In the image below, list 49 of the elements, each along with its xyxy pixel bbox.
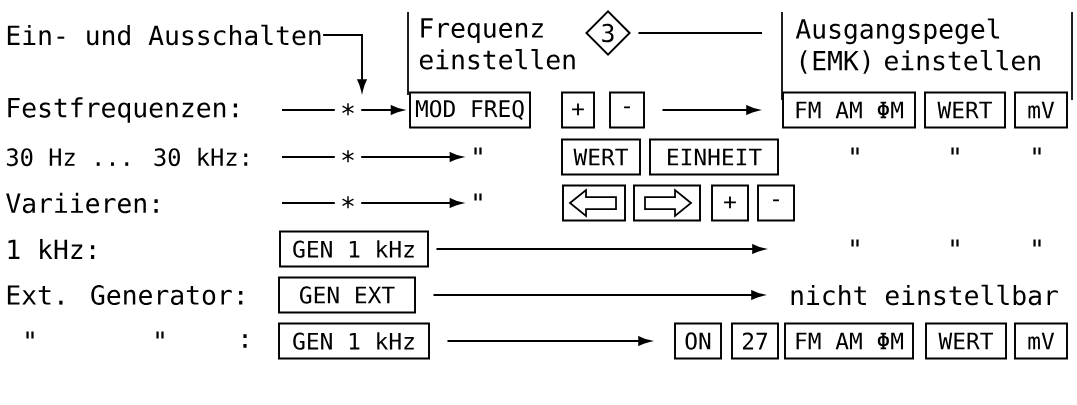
key-box: mV [1014, 91, 1068, 129]
arrow [432, 290, 764, 300]
ditto-mark: " [26, 331, 34, 339]
key-box [562, 184, 626, 222]
column-heading: Ausgangspegel (EMK) einstellen [795, 18, 1040, 74]
key-box [633, 184, 701, 222]
edge-label: * [334, 190, 362, 222]
key-box: WERT [561, 138, 641, 176]
key-box: + [561, 91, 595, 129]
status-text: nicht einstellbar [791, 284, 1058, 306]
edge-label: * [334, 97, 362, 129]
ditto-mark: " [1033, 239, 1041, 247]
arrow [435, 244, 765, 254]
row-label: 1 kHz: [8, 239, 95, 259]
key-box: mV [1014, 322, 1068, 360]
arrow [322, 34, 367, 92]
key-box: 27 [731, 322, 779, 360]
ditto-mark: " [851, 239, 859, 247]
ditto-mark: " [851, 147, 859, 155]
key-box: FM AM ΦM [782, 91, 916, 129]
row-label: 30 Hz ... 30 kHz: [6, 147, 248, 167]
key-box: FM AM ΦM [784, 322, 914, 360]
arrow [446, 336, 651, 346]
key-box: EINHEIT [649, 138, 779, 176]
key-box: - [609, 91, 645, 129]
ditto-mark: " [951, 147, 959, 155]
heading-text: Ein- und Ausschalten [7, 24, 321, 46]
ditto-mark: " [156, 331, 164, 339]
key-box: ON [674, 322, 722, 360]
ditto-mark: " [474, 147, 482, 155]
key-box: - [757, 184, 795, 222]
key-box: GEN EXT [278, 276, 416, 314]
ditto-mark: " [474, 193, 482, 201]
arrow [661, 105, 759, 115]
key-box: GEN 1 kHz [278, 322, 430, 360]
key-box: WERT [925, 322, 1007, 360]
key-box: WERT [924, 91, 1006, 129]
row-label: Variieren: [6, 192, 158, 214]
connector-line [637, 32, 763, 34]
row-label: Ext. Generator: [7, 285, 243, 305]
key-box: GEN 1 kHz [279, 230, 429, 268]
edge-label: * [334, 144, 362, 176]
key-box: + [711, 184, 749, 222]
key-box: MOD FREQ [409, 91, 531, 129]
colon: : [243, 334, 247, 348]
row-label: Festfrequenzen: [8, 97, 238, 123]
column-heading: Frequenz einstellen [419, 18, 575, 70]
ditto-mark: " [951, 239, 959, 247]
ditto-mark: " [1033, 147, 1041, 155]
